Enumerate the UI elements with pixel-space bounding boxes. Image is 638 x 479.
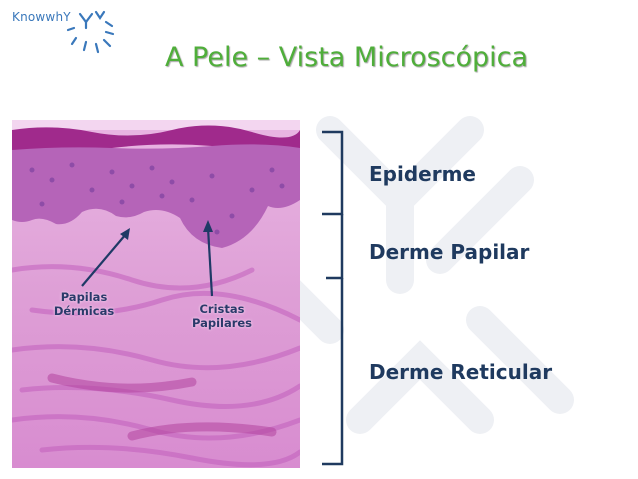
derme-reticular-label: Derme Reticular bbox=[369, 360, 553, 384]
cristas-papilares-label: Cristas Papilares bbox=[182, 302, 262, 330]
layer-bracket bbox=[322, 130, 344, 466]
papilas-dermicas-label: Papilas Dérmicas bbox=[44, 290, 124, 318]
derme-papilar-label: Derme Papilar bbox=[369, 240, 530, 264]
epiderme-label: Epiderme bbox=[369, 162, 476, 186]
cristas-label-line1: Cristas bbox=[199, 302, 245, 316]
papilas-label-line1: Papilas bbox=[60, 290, 108, 304]
slide-title: A Pele – Vista Microscópica bbox=[165, 42, 529, 73]
cristas-label-line2: Papilares bbox=[191, 316, 253, 330]
logo-mark-icon bbox=[66, 10, 115, 54]
knowwhy-logo: KnowwhY bbox=[12, 8, 122, 54]
logo-text: KnowwhY bbox=[12, 10, 71, 24]
skin-histology-image bbox=[12, 120, 300, 468]
papilas-label-line2: Dérmicas bbox=[53, 304, 115, 318]
